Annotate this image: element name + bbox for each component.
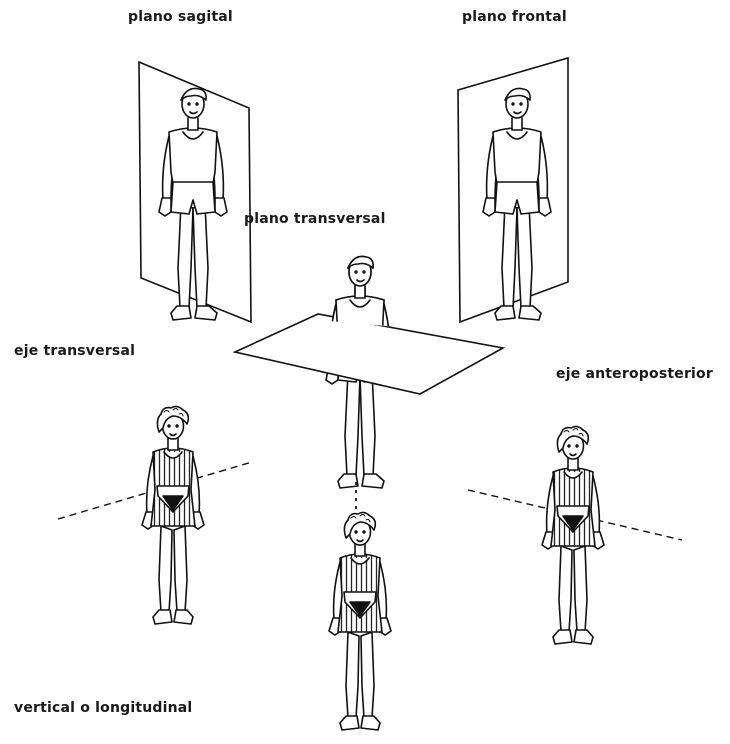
transverse-axis-label: eje transversal [14, 343, 135, 359]
frontal-plane-figure [458, 58, 568, 322]
transverse-plane-panel [235, 314, 503, 394]
anteroposterior-axis-label: eje anteroposterior [556, 366, 713, 382]
sagittal-plane-label: plano sagital [128, 9, 233, 25]
anteroposterior-axis-figure [468, 426, 682, 644]
transverse-axis-figure [58, 406, 252, 624]
vertical-axis-figure [329, 482, 391, 730]
transverse-plane-label: plano transversal [244, 211, 386, 227]
vertical-axis-label: vertical o longitudinal [14, 700, 192, 716]
sagittal-plane-figure [139, 62, 251, 322]
frontal-plane-label: plano frontal [462, 9, 567, 25]
